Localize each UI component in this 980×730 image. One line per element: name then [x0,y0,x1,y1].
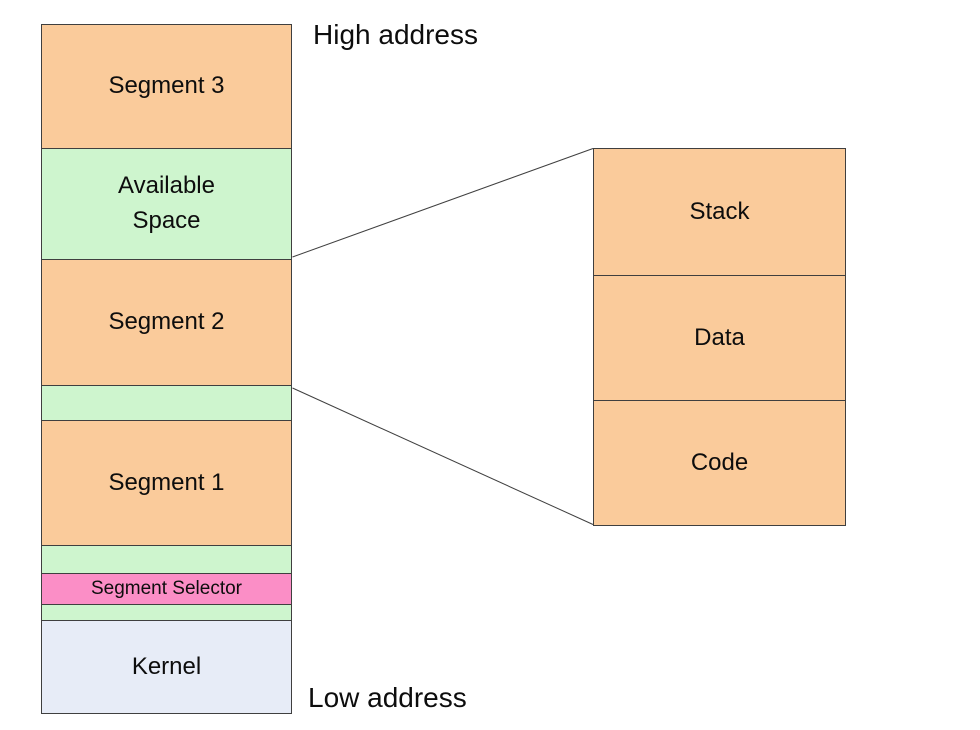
free-gap-middle-block [41,545,292,574]
free-gap-upper-block [41,385,292,421]
segment-3-label: Segment 3 [108,72,225,100]
available-space-block: Available Space [41,148,292,260]
code-label: Code [690,448,749,476]
high-address-label: High address [313,19,478,50]
stack-block: Stack [593,148,846,276]
free-gap-lower-block [41,604,292,621]
code-block: Code [593,400,846,526]
segment-detail-box: Stack Data Code [593,148,846,526]
stack-label: Stack [689,197,750,225]
available-space-label: Available Space [118,172,215,234]
low-address-label: Low address [308,682,467,713]
segment-2-block: Segment 2 [41,259,292,386]
segment-3-block: Segment 3 [41,24,292,149]
data-block: Data [593,275,846,401]
segment-selector-block: Segment Selector [41,573,292,605]
data-label: Data [694,323,745,351]
memory-column: Segment 3 Available Space Segment 2 Segm… [41,24,292,714]
segment-1-block: Segment 1 [41,420,292,546]
connector-line-bottom [292,387,594,525]
connector-line-top [292,148,594,258]
segment-1-label: Segment 1 [108,468,225,496]
kernel-block: Kernel [41,620,292,714]
segment-2-label: Segment 2 [108,308,225,336]
segment-selector-label: Segment Selector [90,577,243,599]
kernel-label: Kernel [131,652,202,680]
